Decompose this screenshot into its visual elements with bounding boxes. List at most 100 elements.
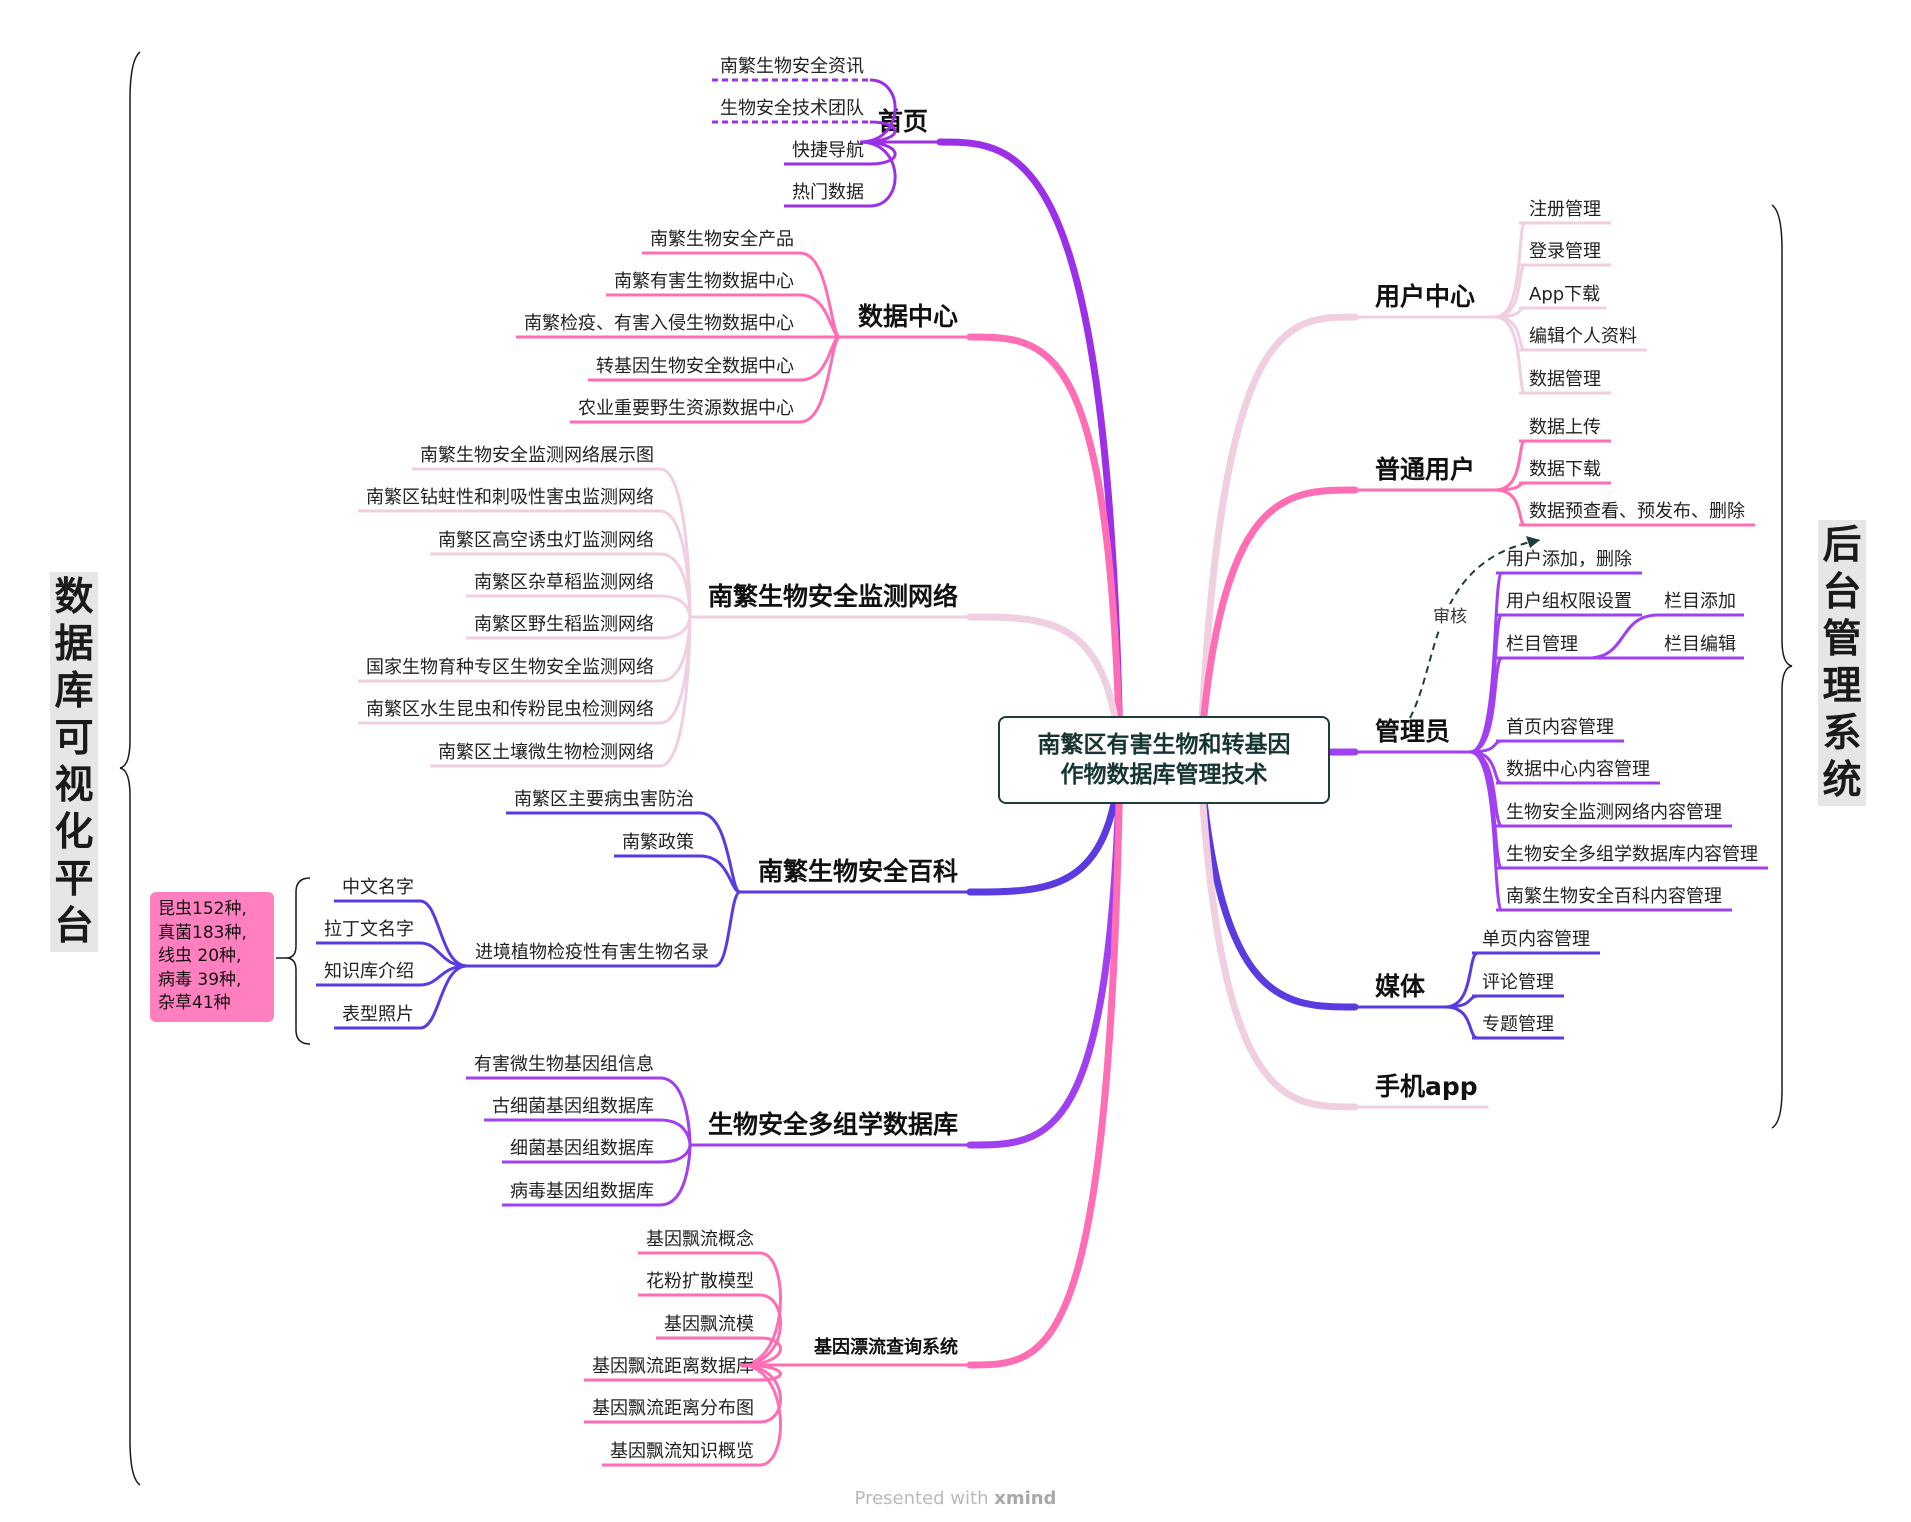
relation-label[interactable]: 审核 — [1433, 607, 1467, 627]
leaf-connector — [659, 616, 692, 640]
subtopic-label[interactable]: 数据上传 — [1529, 417, 1601, 438]
subtopic-label[interactable]: 转基因生物安全数据中心 — [596, 356, 794, 377]
subtopic-label[interactable]: 南繁政策 — [622, 832, 694, 853]
subtopic-label[interactable]: 数据下载 — [1529, 459, 1601, 480]
main-topic-label[interactable]: 南繁生物安全监测网络 — [708, 582, 958, 611]
main-branch-connector — [966, 333, 1124, 764]
relation-arrow-head-icon — [1526, 536, 1540, 548]
central-topic-line1: 南繁区有害生物和转基因 — [1037, 732, 1291, 758]
subtopic-label[interactable]: 生物安全监测网络内容管理 — [1506, 802, 1722, 823]
leaf-connector — [1469, 750, 1503, 828]
subtopic-label[interactable]: 有害微生物基因组信息 — [474, 1054, 654, 1075]
subtopic-label[interactable]: 首页内容管理 — [1506, 717, 1614, 738]
subtopic-label[interactable]: 注册管理 — [1529, 199, 1601, 220]
subtopic-label[interactable]: 病毒基因组数据库 — [510, 1181, 654, 1202]
credit-prefix: Presented with — [854, 1488, 995, 1509]
leaf-connector — [1469, 613, 1504, 754]
subtopic-label[interactable]: 南繁区土壤微生物检测网络 — [438, 742, 654, 763]
subtopic-label[interactable]: 基因飘流距离数据库 — [592, 1356, 754, 1377]
subtopic-label[interactable]: 用户组权限设置 — [1506, 591, 1632, 612]
subtopic-label[interactable]: 南繁生物安全百科内容管理 — [1506, 886, 1722, 907]
subtopic-label[interactable]: 用户添加，删除 — [1506, 549, 1632, 570]
subtopic-label[interactable]: 热门数据 — [792, 182, 864, 203]
subtopic-label[interactable]: 基因飘流距离分布图 — [592, 1398, 754, 1419]
subtopic-label[interactable]: 国家生物育种专区生物安全监测网络 — [366, 657, 654, 678]
main-topic-label[interactable]: 手机app — [1375, 1072, 1478, 1101]
subtopic-label[interactable]: 知识库介绍 — [324, 961, 414, 982]
leaf-connector — [1444, 1005, 1479, 1040]
leaf-connector — [859, 140, 897, 208]
subtopic-label[interactable]: 南繁生物安全资讯 — [720, 56, 864, 77]
subtopic-label[interactable]: 表型照片 — [342, 1004, 414, 1025]
subtopic-label[interactable]: App下载 — [1529, 284, 1600, 305]
subtopic-label[interactable]: 基因飘流概念 — [646, 1228, 754, 1250]
left-label-char: 可 — [54, 716, 94, 761]
subtopic-label[interactable]: 登录管理 — [1529, 241, 1601, 262]
main-topic-label[interactable]: 数据中心 — [858, 302, 958, 331]
leaf-connector — [659, 1118, 692, 1146]
subtopic-label[interactable]: 花粉扩散模型 — [646, 1271, 754, 1292]
leaf-connector — [799, 293, 841, 339]
left-summary-bracket — [119, 51, 141, 1486]
central-topic[interactable]: 南繁区有害生物和转基因 作物数据库管理技术 — [998, 716, 1330, 804]
subtopic-label[interactable]: 南繁检疫、有害入侵生物数据中心 — [524, 313, 794, 334]
note-line: 线虫 20种, — [158, 946, 242, 966]
subtopic-label[interactable]: 南繁生物安全监测网络展示图 — [420, 445, 654, 466]
subtopic-label[interactable]: 进境植物检疫性有害生物名录 — [475, 942, 709, 963]
leaf-connector — [739, 1363, 782, 1467]
leaf-connector — [699, 854, 741, 894]
leaf-connector — [799, 335, 841, 382]
subtopic-label[interactable]: 编辑个人资料 — [1529, 326, 1637, 347]
subtopic-label[interactable]: 南繁区主要病虫害防治 — [514, 789, 694, 810]
subtopic-label[interactable]: 单页内容管理 — [1482, 929, 1590, 950]
main-topic-label[interactable]: 用户中心 — [1375, 282, 1475, 311]
subtopic-label[interactable]: 拉丁文名字 — [324, 919, 414, 940]
subtopic-label[interactable]: 栏目编辑 — [1664, 634, 1736, 655]
main-topic-label[interactable]: 南繁生物安全百科 — [758, 857, 958, 886]
subtopic-label[interactable]: 古细菌基因组数据库 — [492, 1096, 654, 1117]
subtopic-label[interactable]: 数据中心内容管理 — [1506, 759, 1650, 780]
subtopic-label[interactable]: 评论管理 — [1482, 972, 1554, 993]
leaf-connector — [1494, 488, 1526, 527]
main-topic-label[interactable]: 媒体 — [1375, 972, 1426, 1001]
leaf-connector — [659, 1144, 692, 1164]
subtopic-label[interactable]: 南繁区野生稻监测网络 — [474, 614, 654, 635]
subtopic-label[interactable]: 农业重要野生资源数据中心 — [578, 398, 794, 419]
right-label-char: 统 — [1822, 758, 1862, 803]
main-topic-label[interactable]: 管理员 — [1375, 717, 1450, 746]
leaf-connector — [714, 890, 742, 968]
main-topic-label[interactable]: 生物安全多组学数据库 — [708, 1110, 958, 1139]
main-branch-connector — [1196, 756, 1359, 1011]
leaf-connector — [1494, 315, 1526, 352]
subtopic-label[interactable]: 基因飘流知识概览 — [610, 1441, 754, 1462]
subtopic-label[interactable]: 南繁区高空诱虫灯监测网络 — [438, 530, 654, 551]
subtopic-label[interactable]: 南繁区杂草稻监测网络 — [474, 572, 654, 593]
subtopic-label[interactable]: 栏目添加 — [1664, 591, 1736, 612]
subtopic-label[interactable]: 南繁有害生物数据中心 — [614, 271, 794, 292]
subtopic-label[interactable]: 南繁区钻蛀性和刺吸性害虫监测网络 — [366, 487, 654, 508]
species-count-note[interactable]: 昆虫152种, 真菌183种, 线虫 20种, 病毒 39种, 杂草41种 — [150, 892, 274, 1022]
subtopic-label[interactable]: 南繁生物安全产品 — [650, 229, 794, 250]
left-label-char: 数 — [54, 575, 94, 620]
subtopic-label[interactable]: 南繁区水生昆虫和传粉昆虫检测网络 — [366, 699, 654, 720]
leaf-connector — [1469, 571, 1504, 754]
main-topic-label[interactable]: 基因漂流查询系统 — [813, 1336, 958, 1358]
subtopic-label[interactable]: 细菌基因组数据库 — [510, 1138, 654, 1159]
left-label-char: 视 — [54, 763, 94, 808]
subtopic-label[interactable]: 数据预查看、预发布、删除 — [1529, 501, 1745, 522]
subtopic-label[interactable]: 快捷导航 — [792, 140, 864, 161]
subtopic-label[interactable]: 生物安全技术团队 — [720, 98, 864, 119]
leaf-connector — [1494, 221, 1527, 319]
main-topic-label[interactable]: 普通用户 — [1375, 455, 1475, 484]
subtopic-label[interactable]: 栏目管理 — [1506, 634, 1578, 655]
subtopic-label[interactable]: 中文名字 — [342, 877, 414, 898]
subtopic-label[interactable]: 生物安全多组学数据库内容管理 — [1506, 844, 1758, 865]
leaf-connector — [1469, 656, 1504, 754]
subtopic-label[interactable]: 数据管理 — [1529, 369, 1601, 390]
subtopic-label[interactable]: 基因飘流模 — [664, 1314, 754, 1335]
leaf-connector — [1494, 315, 1527, 395]
presented-with-credit: Presented with xmind — [0, 1488, 1911, 1509]
subtopic-label[interactable]: 专题管理 — [1482, 1014, 1554, 1035]
left-label-char: 台 — [54, 904, 94, 949]
leaf-connector — [659, 594, 692, 618]
